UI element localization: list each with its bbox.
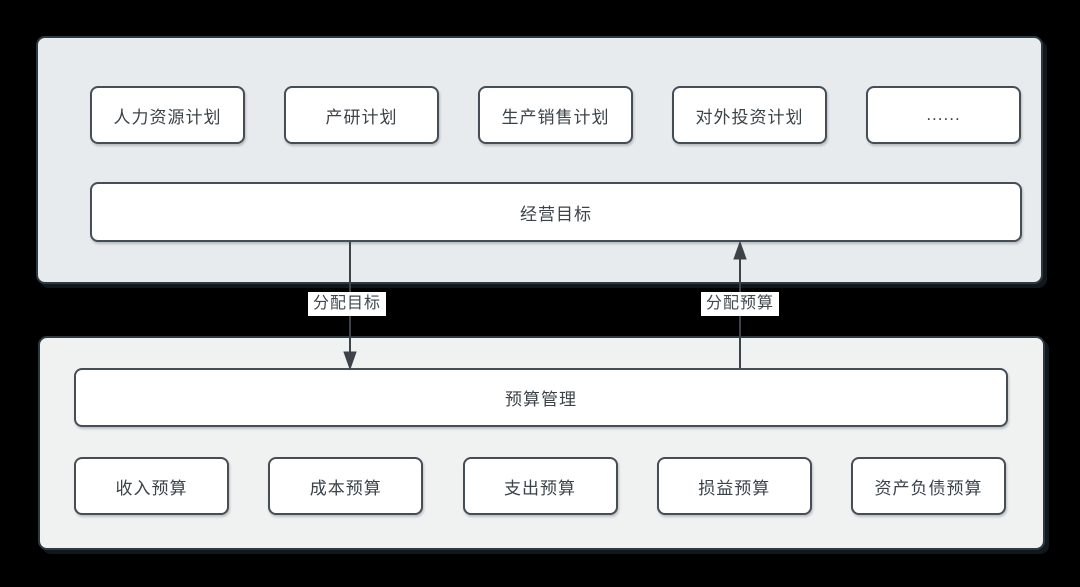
- distribute-budget-label: 分配预算: [701, 292, 780, 316]
- budget-box-expense: 支出预算: [462, 457, 618, 515]
- plan-box-investment: 对外投资计划: [672, 86, 827, 144]
- plan-box-ellipsis: ......: [866, 86, 1021, 144]
- budget-panel: 预算管理 收入预算 成本预算 支出预算 损益预算 资产负债预算: [38, 336, 1045, 550]
- budget-management-box: 预算管理: [74, 368, 1008, 427]
- budget-box-revenue: 收入预算: [74, 457, 229, 515]
- plan-box-rd: 产研计划: [284, 86, 439, 144]
- plan-box-hr: 人力资源计划: [90, 86, 245, 144]
- plan-box-production-sales: 生产销售计划: [478, 86, 633, 144]
- budget-box-balance-sheet: 资产负债预算: [851, 457, 1006, 515]
- budget-box-cost: 成本预算: [268, 457, 424, 515]
- operating-goal-box: 经营目标: [90, 182, 1022, 242]
- budget-box-row: 收入预算 成本预算 支出预算 损益预算 资产负债预算: [74, 457, 1006, 515]
- plans-panel: 人力资源计划 产研计划 生产销售计划 对外投资计划 ...... 经营目标: [36, 36, 1043, 284]
- plan-box-row: 人力资源计划 产研计划 生产销售计划 对外投资计划 ......: [90, 86, 1021, 144]
- distribute-goal-label: 分配目标: [308, 292, 387, 316]
- budget-box-profit-loss: 损益预算: [656, 457, 812, 515]
